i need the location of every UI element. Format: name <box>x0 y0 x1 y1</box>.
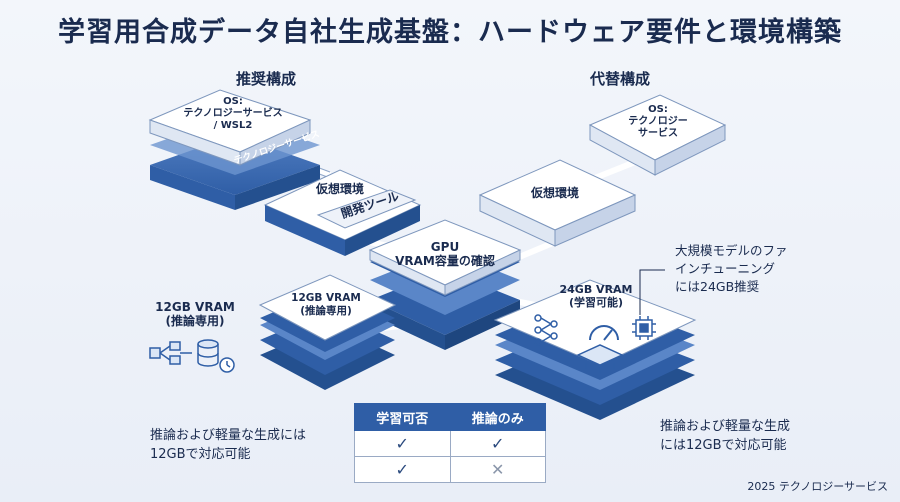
page-title: 学習用合成データ自社生成基盤：ハードウェア要件と環境構築 <box>58 17 842 48</box>
alternative-virtual-env-block <box>478 159 637 247</box>
clock-icon <box>219 357 235 373</box>
gpu-card-icon <box>576 344 624 373</box>
matrix-header-training: 学習可否 <box>354 403 451 431</box>
check-icon: ✓ <box>449 430 546 457</box>
matrix-row: ✓ ✕ <box>354 456 546 483</box>
section-label-recommended: 推奨構成 <box>236 70 297 88</box>
matrix-row: ✓ ✓ <box>354 430 546 457</box>
vram12-note: 推論および軽量な生成には 12GBで対応可能 <box>150 428 307 462</box>
footer-copyright: 2025 テクノロジーサービス <box>747 480 888 493</box>
neural-network-icon <box>534 314 558 346</box>
gpu-label: GPU VRAM容量の確認 <box>395 240 495 269</box>
matrix-header-inference: 推論のみ <box>449 403 546 431</box>
gauge-icon <box>589 325 619 341</box>
recommended-virtual-env-block <box>263 169 422 256</box>
vram24-note: 推論および軽量な生成 には12GBで対応可能 <box>660 419 791 453</box>
capability-matrix: 学習可否 推論のみ ✓ ✓ ✓ ✕ <box>354 403 546 483</box>
cross-icon: ✕ <box>449 456 546 483</box>
database-icon <box>197 339 219 367</box>
vram12-stack <box>258 274 397 390</box>
alternative-virtual-env-label: 仮想環境 <box>530 186 579 200</box>
vram24-callout: 大規模モデルのファ インチューニング には24GB推奨 <box>675 243 788 295</box>
recommended-os-block <box>148 89 320 210</box>
workflow-icon <box>149 341 192 365</box>
check-icon: ✓ <box>354 456 451 483</box>
alternative-os-block <box>588 94 727 176</box>
recommended-os-label: OS: テクノロジーサービス / WSL2 <box>183 96 283 131</box>
alternative-os-label: OS: テクノロジー サービス <box>628 104 688 139</box>
callout-leader <box>639 269 665 315</box>
check-icon: ✓ <box>354 430 451 457</box>
gpu-block <box>368 219 522 350</box>
vram12-stack-label: 12GB VRAM (推論専用) <box>291 292 361 317</box>
vram12-side-label: 12GB VRAM (推論専用) <box>155 300 235 329</box>
chip-icon <box>632 316 656 340</box>
recommended-virtual-env-label: 仮想環境 <box>315 182 364 196</box>
vram24-stack-label: 24GB VRAM (学習可能) <box>559 283 633 310</box>
section-label-alternative: 代替構成 <box>590 70 651 88</box>
